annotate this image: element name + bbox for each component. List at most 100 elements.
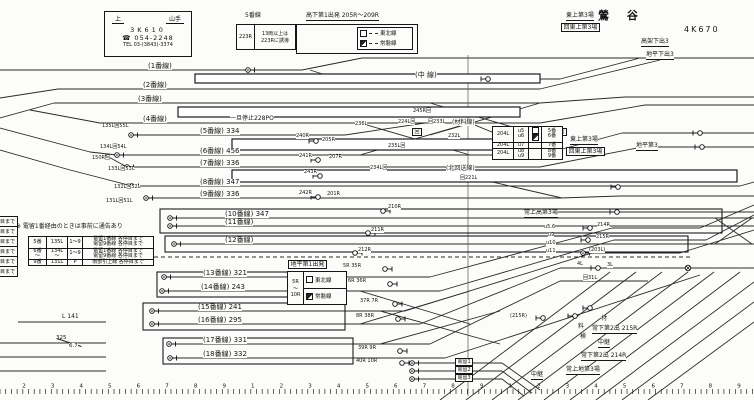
joban-line-symbol <box>306 292 313 300</box>
diagram-label: 回31L <box>583 275 598 282</box>
diagram-label: (15番線) 241 <box>198 303 242 312</box>
diagram-label: 232L <box>448 133 461 140</box>
signal-icon <box>587 305 593 311</box>
gradient-bottom-value: 6.7 <box>69 343 78 349</box>
signal-icon <box>315 194 321 200</box>
diagram-label: 211R <box>371 227 385 234</box>
stop-marker-icon <box>161 290 163 292</box>
range-cell: 1〜9 <box>67 247 83 260</box>
denryu-table: 5番 135L 1〜9 電留1番線 各停目まで 電留9番線 各停目まで 6番 〜… <box>28 236 154 267</box>
sig-cell: 135L <box>46 236 68 249</box>
edge-table-row: 目まで <box>0 219 15 225</box>
stop-marker-icon <box>169 225 171 227</box>
track-line <box>429 102 541 136</box>
ban-cell: 9番 <box>28 258 47 267</box>
diagram-label: 回221L <box>460 175 478 182</box>
edge-clipped-table: 目まで目まで目まで目まで目まで目まで <box>0 216 18 277</box>
ruler-number: 8 <box>451 384 455 390</box>
diagram-label: 中継 <box>598 339 611 349</box>
track-line <box>29 109 101 124</box>
stop-marker-icon <box>411 362 413 364</box>
platform-outline <box>164 235 689 253</box>
ruler-number: 4 <box>337 384 341 390</box>
ruler-number: 2 <box>22 384 26 390</box>
platform-outline <box>142 302 346 331</box>
signal-icon <box>699 144 705 150</box>
diagram-label: 回東上第3場 <box>561 23 600 33</box>
track-line <box>647 321 754 400</box>
track-line <box>621 301 754 400</box>
track-line <box>0 88 59 99</box>
diagram-label: (13番線) 321 <box>203 269 247 278</box>
track-line <box>705 214 754 241</box>
track-line <box>0 149 71 171</box>
track-line <box>491 271 663 400</box>
diagram-label: 材 <box>601 315 608 323</box>
stop-marker-icon <box>163 276 165 278</box>
signal-icon <box>317 173 323 179</box>
diagram-label: 回233L <box>428 119 446 126</box>
stop-marker-icon <box>582 252 584 254</box>
gradient-marker: 325 6.7 <box>56 335 86 350</box>
direction-right-label: 山手 <box>165 14 184 24</box>
track-line <box>539 96 626 104</box>
platform <box>177 106 521 118</box>
dest-cell: 5番 6番 <box>541 126 563 143</box>
ruler-number: 5 <box>365 384 369 390</box>
diagram-label: (9番線) 336 <box>200 190 240 199</box>
signal-icon <box>585 237 591 243</box>
ruler-number: 3 <box>566 384 570 390</box>
track-line <box>301 57 363 71</box>
track-line <box>739 181 754 187</box>
track-line <box>439 239 615 292</box>
signal-icon <box>587 225 593 231</box>
signal-icon <box>380 208 386 214</box>
tohoku-line-symbol <box>360 29 367 37</box>
ruler-number: 2 <box>280 384 284 390</box>
diagram-label: (11番線) <box>225 218 254 227</box>
stop-marker-icon <box>130 134 132 136</box>
diagram-label: 235L回 <box>388 143 406 150</box>
diagram-label: u11 <box>546 248 556 255</box>
diagram-label: 常下第2出 214R <box>581 352 627 362</box>
edge-table-row: 目まで <box>0 236 17 246</box>
diagram-label: (4番線) <box>143 115 167 124</box>
diagram-label: 電留2 <box>455 366 474 375</box>
signal-icon <box>387 281 393 287</box>
range-cell: P <box>67 258 83 267</box>
diagram-label: 131L回51L <box>106 198 133 205</box>
diagram-label: 212R <box>358 247 372 254</box>
route-cell: u8 u9 <box>513 147 529 161</box>
track-line <box>714 217 753 245</box>
diagram-label: 234L回 <box>370 165 388 172</box>
diagram-label: (北回送線) <box>446 165 475 173</box>
signal-icon <box>365 230 371 236</box>
diagram-label: 常上高第3場 <box>524 209 558 219</box>
edge-table-row: 目まで <box>0 226 17 236</box>
diagram-label: 135L回55L <box>102 123 129 130</box>
station-info-box: 上 山手 3K610 ☎ 054-2248 TEL 03-(3843)-3374 <box>104 11 192 57</box>
joban-line-label: 常磐線 <box>315 294 332 301</box>
signal-icon <box>697 130 703 136</box>
diagram-label: 205R <box>322 137 336 144</box>
signal-icon <box>485 76 491 82</box>
diagram-label: (8番線) 347 <box>200 178 240 187</box>
diagram-label: 243R <box>304 169 318 176</box>
ruler-number: 4 <box>79 384 83 390</box>
track-line <box>501 362 541 391</box>
dest-cell: 電留1番線 各停目まで 電留9番線 各停目まで <box>82 236 154 249</box>
diagram-label: (3番線) <box>138 95 162 104</box>
diagram-label: (14番線) 243 <box>201 283 245 292</box>
track-line <box>543 271 715 400</box>
dept1-legend-box: 東北線 常磐線 <box>357 27 413 50</box>
diagram-label: (18番線) 332 <box>203 350 247 359</box>
signal-icon <box>382 266 388 272</box>
platform <box>194 73 541 84</box>
stop-marker-icon <box>145 197 147 199</box>
platform <box>231 169 738 183</box>
diagram-label: 料 <box>578 323 585 331</box>
diagram-label: (203L) <box>589 247 606 254</box>
edge-table-row: 目まで <box>0 256 17 266</box>
ruler-number: 1 <box>508 384 512 390</box>
diagram-label: 241R <box>299 153 313 160</box>
